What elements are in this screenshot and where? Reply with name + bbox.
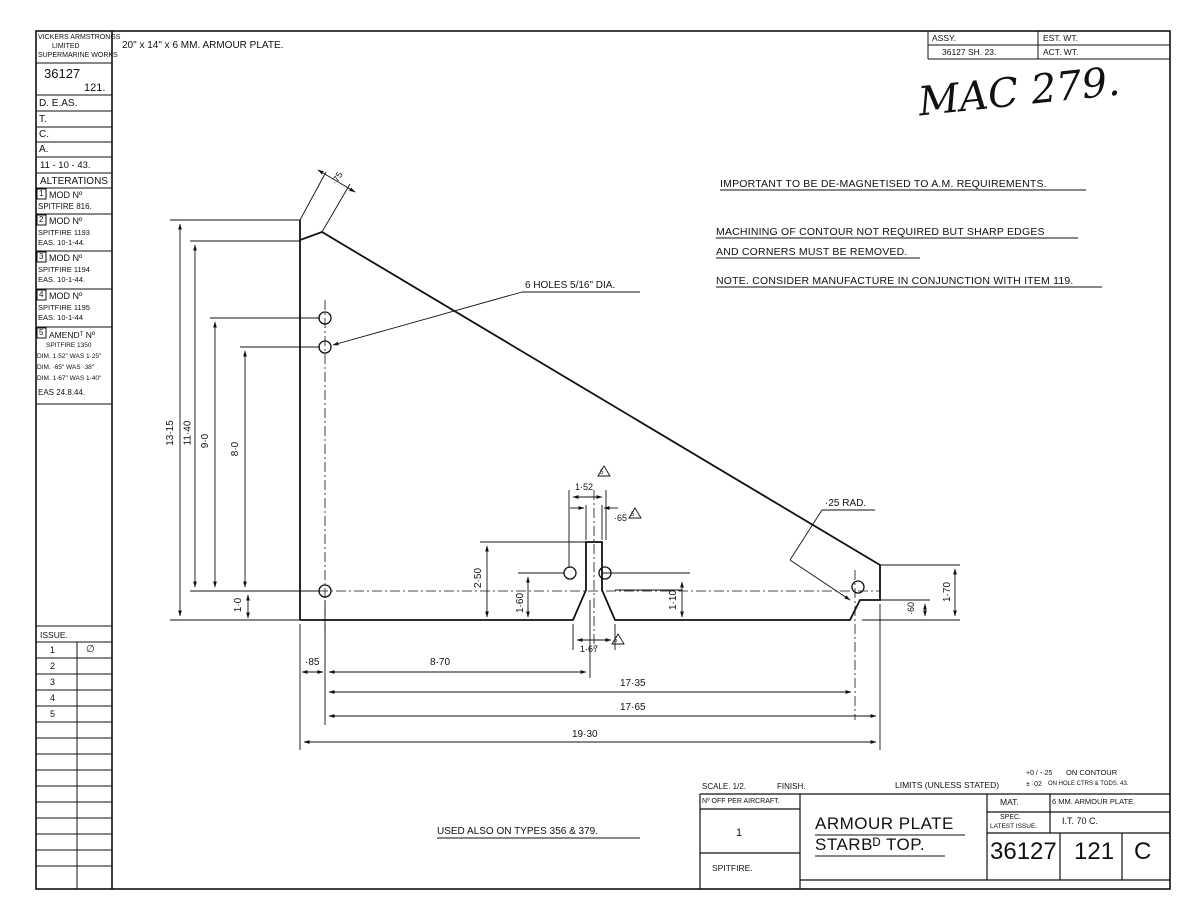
titleblock-item-no: 121 [1074, 838, 1115, 865]
alteration-4-head: MOD Nº [49, 291, 83, 301]
latest-issue-label: LATEST ISSUE. [990, 823, 1038, 830]
dim-height-160: 1·60 [515, 592, 527, 614]
finish-label: FINISH. [777, 782, 806, 791]
spec-label: SPEC. [1000, 814, 1022, 821]
dim-slot-width-amend: 5 [600, 470, 604, 476]
number-off-value: 1 [736, 827, 743, 839]
dim-width-870: 8·70 [430, 657, 451, 668]
maker-line-2: LIMITED [52, 43, 80, 50]
drawing-title-line-1: ARMOUR PLATE [815, 814, 954, 833]
alteration-5-head: AMENDᵀ Nº [49, 330, 95, 340]
issue-heading: ISSUE. [40, 630, 68, 640]
alteration-3-head: MOD Nº [49, 253, 83, 263]
alteration-1-num: 1 [39, 189, 44, 198]
used-also-note: USED ALSO ON TYPES 356 & 379. [437, 826, 599, 837]
titleblock-drawing-no: 36127 [990, 838, 1057, 865]
alteration-1-line: SPITFIRE 816. [38, 202, 92, 211]
dim-slot-base-167: 1·67 [580, 644, 599, 654]
radius-callout: ·25 RAD. [825, 498, 867, 509]
alteration-5-line-3: DIM. ·65" WAS ·38" [37, 364, 95, 371]
alteration-4-num: 4 [39, 290, 44, 299]
dim-width-085: ·85 [305, 657, 320, 668]
alteration-4-line-2: EAS. 10-1-44 [38, 313, 84, 322]
note-machining-2: AND CORNERS MUST BE REMOVED. [716, 246, 908, 258]
dim-height-060: ·60 [906, 601, 917, 616]
issue-row-2: 2 [50, 661, 56, 671]
alteration-2-head: MOD Nº [49, 216, 83, 226]
issue-row-3: 3 [50, 677, 56, 687]
number-off-label: Nº OFF PER AIRCRAFT. [702, 798, 780, 805]
dim-height-10: 1·0 [233, 597, 245, 613]
alteration-3-line-2: EAS. 10-1-44. [38, 275, 86, 284]
drawing-title-line-2: STARBᴰ TOP. [815, 835, 926, 854]
maker-line-3: SUPERMARINE WORKS [38, 52, 118, 59]
dim-height-170: 1·70 [942, 581, 954, 603]
alteration-3-num: 3 [39, 252, 44, 261]
dim-height-1315: 13·15 [164, 420, 176, 446]
dim-height-80: 8·0 [230, 441, 242, 457]
alteration-5-line-1: SPITFIRE 1350 [46, 342, 92, 349]
issue-row-1: 1 [50, 645, 56, 655]
spec-value: I.T. 70 C. [1062, 816, 1099, 826]
sidebar-item-no: 121. [84, 82, 106, 94]
check-approved: A. [39, 144, 49, 155]
assy-label: ASSY. [932, 33, 956, 43]
scale-label: SCALE. 1/2. [702, 782, 747, 791]
alteration-5-line-2: DIM. 1·52" WAS 1·25" [37, 353, 102, 360]
check-traced: T. [39, 114, 47, 125]
alterations-heading: ALTERATIONS [40, 176, 108, 187]
dim-slot-base-amend: 5 [614, 638, 618, 644]
titleblock-issue-letter: C [1134, 838, 1152, 865]
alteration-3-line-1: SPITFIRE 1194 [38, 265, 90, 274]
dim-slot-inner-065: ·65 [614, 513, 628, 523]
maker-line-1: VICKERS ARMSTRONGS [38, 34, 121, 41]
limits-label: LIMITS (UNLESS STATED) [895, 780, 1000, 790]
dim-height-250: 2·50 [473, 567, 485, 589]
alteration-5-line-4: DIM. 1·67" WAS 1·40" [37, 375, 102, 382]
tolerance-holes-value: ± ·02 [1026, 781, 1042, 788]
est-weight: EST. WT. [1043, 33, 1078, 43]
alteration-2-num: 2 [39, 215, 44, 224]
dim-width-1930: 19·30 [572, 729, 598, 740]
check-drawn: D. E.AS. [39, 98, 78, 109]
alteration-5-line-5: EAS 24.8.44. [38, 388, 86, 397]
issue-row-4: 4 [50, 693, 56, 703]
sidebar-drawing-no: 36127 [44, 66, 81, 81]
dim-width-1765: 17·65 [620, 702, 646, 713]
alteration-1-head: MOD Nº [49, 190, 83, 200]
assy-value: 36127 SH. 23. [942, 47, 997, 57]
material-label: MAT. [1000, 797, 1019, 807]
holes-callout: 6 HOLES 5/16" DIA. [525, 280, 616, 291]
dim-slot-inner-amend: 5 [631, 512, 635, 518]
act-weight: ACT. WT. [1043, 47, 1079, 57]
dim-height-110: 1·10 [668, 589, 680, 611]
tolerance-holes-text: ON HOLE CTRS & TODS. 43. [1048, 781, 1129, 787]
aircraft-name: SPITFIRE. [712, 863, 753, 873]
alteration-2-line-1: SPITFIRE 1193 [38, 228, 90, 237]
alteration-5-num: 5 [39, 328, 44, 337]
dim-width-1735: 17·35 [620, 678, 646, 689]
part-title: 20" x 14" x 6 MM. ARMOUR PLATE. [122, 40, 284, 51]
dim-height-1140: 11·40 [182, 420, 194, 446]
check-checked: C. [39, 129, 49, 140]
note-demagnetise: IMPORTANT TO BE DE-MAGNETISED TO A.M. RE… [720, 178, 1047, 190]
issue-row-5: 5 [50, 709, 56, 719]
tolerance-contour-text: ON CONTOUR [1066, 768, 1118, 777]
alteration-2-line-2: EAS. 10-1-44. [38, 238, 86, 247]
note-machining-1: MACHINING OF CONTOUR NOT REQUIRED BUT SH… [716, 226, 1045, 238]
issue-row-1-mark: ∅ [86, 644, 95, 655]
dim-height-90: 9·0 [200, 433, 212, 449]
tolerance-contour-value: +0 / -·25 [1026, 770, 1053, 777]
material-value: 6 MM. ARMOUR PLATE. [1052, 797, 1136, 806]
alteration-4-line-1: SPITFIRE 1195 [38, 303, 90, 312]
note-manufacture: NOTE. CONSIDER MANUFACTURE IN CONJUNCTIO… [716, 275, 1074, 287]
dim-slot-width-152: 1·52 [575, 482, 594, 492]
issue-date: 11 - 10 - 43. [40, 160, 91, 171]
